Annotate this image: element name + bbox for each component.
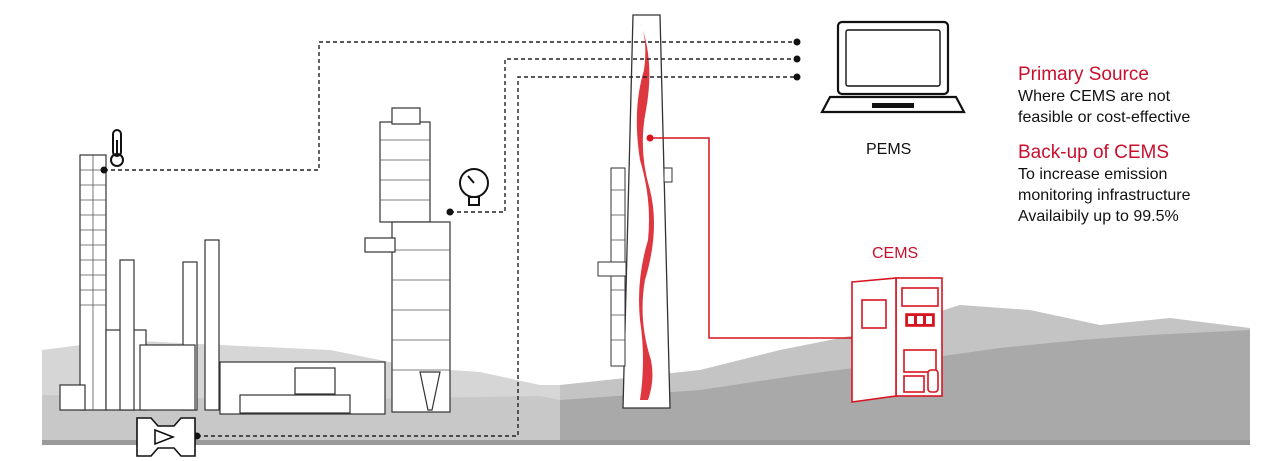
backup-block: Back-up of CEMS To increase emission mon… bbox=[1018, 142, 1263, 227]
backup-line: Availaibily up to 99.5% bbox=[1018, 208, 1179, 225]
pems-label: PEMS bbox=[866, 141, 912, 158]
primary-source-heading: Primary Source bbox=[1018, 64, 1149, 85]
backup-line: monitoring infrastructure bbox=[1018, 187, 1191, 204]
pressure-gauge-icon bbox=[459, 168, 489, 206]
backup-heading: Back-up of CEMS bbox=[1018, 142, 1169, 163]
flow-meter-icon bbox=[136, 417, 196, 457]
primary-source-line: Where CEMS are not bbox=[1018, 88, 1171, 105]
cems-label: CEMS bbox=[872, 245, 919, 262]
backup-line: To increase emission bbox=[1018, 166, 1168, 183]
primary-source-block: Primary Source Where CEMS are not feasib… bbox=[1018, 64, 1263, 128]
thermometer-icon bbox=[110, 129, 124, 167]
chimney-stack bbox=[597, 14, 673, 409]
sample-line bbox=[646, 134, 852, 339]
primary-source-line: feasible or cost-effective bbox=[1018, 109, 1191, 126]
signal-lines bbox=[104, 41, 796, 437]
cement-plant bbox=[59, 107, 451, 415]
info-panel: Primary Source Where CEMS are not feasib… bbox=[1018, 64, 1263, 241]
cems-cabinet-icon bbox=[851, 277, 943, 403]
laptop-icon bbox=[820, 20, 966, 114]
